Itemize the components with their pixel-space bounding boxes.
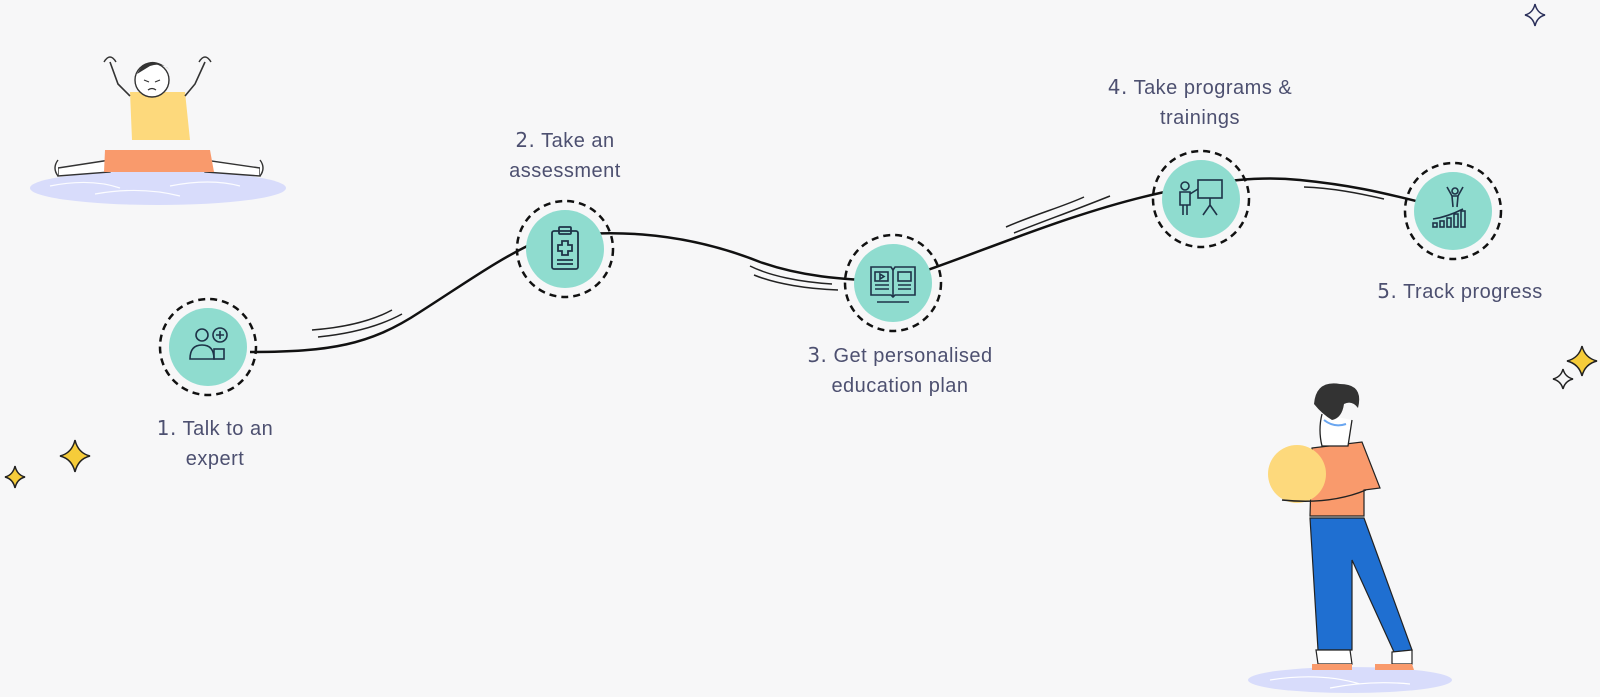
- step-label-line: trainings: [1159, 107, 1241, 129]
- step-number: 2.: [515, 128, 536, 152]
- step-node-2: [515, 199, 615, 299]
- presentation-board-icon: [1179, 179, 1223, 216]
- motion-strokes: [311, 186, 1385, 338]
- step-label-line: Take programs &: [1133, 77, 1293, 99]
- step-node-4: [1151, 149, 1251, 249]
- sparkle-decorations: [4, 3, 1598, 489]
- step-label-line: Take an: [541, 130, 615, 152]
- step-node-3: [843, 233, 943, 333]
- step-node-1: [158, 297, 258, 397]
- sparkle-icon: [59, 439, 91, 473]
- step-label-5: 5. Track progress: [1360, 276, 1560, 307]
- step-label-4: 4. Take programs & trainings: [1085, 72, 1315, 133]
- step-number: 4.: [1107, 75, 1128, 99]
- step-label-line: assessment: [509, 160, 621, 182]
- expert-brain-icon: [189, 327, 228, 360]
- step-label-line: Track progress: [1403, 281, 1543, 303]
- step-label-line: education plan: [831, 375, 969, 397]
- step-label-1: 1. Talk to an expert: [130, 413, 300, 474]
- child-doing-splits-illustration: [30, 56, 286, 205]
- step-label-3: 3. Get personalised education plan: [780, 340, 1020, 401]
- step-label-line: Get personalised: [833, 345, 993, 367]
- sparkle-icon: [1524, 3, 1546, 27]
- step-number: 5.: [1377, 279, 1398, 303]
- step-label-2: 2. Take an assessment: [485, 125, 645, 186]
- step-node-5: [1403, 161, 1503, 261]
- step-number: 3.: [807, 343, 828, 367]
- sparkle-icon: [1566, 345, 1598, 377]
- open-book-icon: [870, 266, 916, 303]
- growth-chart-icon: [1432, 186, 1466, 228]
- step-number: 1.: [156, 416, 177, 440]
- clipboard-medical-icon: [551, 226, 579, 270]
- person-holding-ball-illustration: [1248, 383, 1452, 693]
- sparkle-icon: [4, 465, 26, 489]
- step-label-line: Talk to an: [182, 418, 274, 440]
- step-label-line: expert: [185, 448, 245, 470]
- sparkle-icon: [1552, 368, 1574, 390]
- journey-path: [249, 177, 1421, 354]
